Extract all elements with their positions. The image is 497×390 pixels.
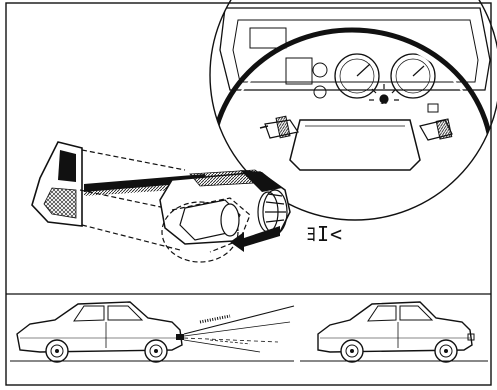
light-switch-stalk [259, 115, 299, 139]
code-label: ﾖI< [306, 222, 344, 246]
car-right [317, 301, 475, 363]
magnification-circle [209, 0, 497, 221]
tachometer-gauge [390, 53, 436, 99]
warning-light-icon [369, 84, 399, 104]
speedometer-gauge [334, 53, 380, 99]
headlight-unit [31, 141, 205, 251]
wiper-switch-stalk [419, 103, 453, 141]
direction-arrow-icon [230, 226, 280, 252]
instrument-marker: 10 [380, 99, 388, 106]
steering-wheel [210, 27, 495, 220]
headlight-bulb-assembly [159, 169, 291, 263]
headlight-beam-rays [183, 305, 295, 353]
car-left [16, 301, 184, 363]
figure-frame [5, 2, 492, 386]
dashboard-detail [210, 7, 495, 220]
